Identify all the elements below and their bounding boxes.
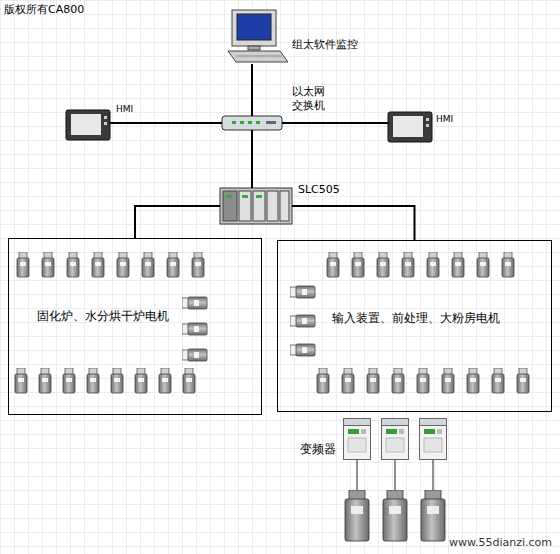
motor-icon (167, 252, 179, 277)
motor-icon (142, 252, 154, 277)
motor-icon (517, 368, 529, 393)
motor-icon (15, 368, 27, 393)
motor-icon (421, 490, 445, 541)
motor-icon (111, 368, 123, 393)
node-label: 变频器 (300, 442, 336, 457)
computer-icon (228, 10, 288, 62)
inverter-icon (420, 419, 447, 460)
motor-icon (135, 368, 147, 393)
motor-icon (317, 368, 329, 393)
motor-icon (182, 349, 207, 361)
hmi-panel (388, 112, 432, 142)
motor-icon (87, 368, 99, 393)
network-cable (251, 64, 253, 116)
motor-icon (342, 368, 354, 393)
motor-icon (290, 286, 315, 298)
plc-rack (220, 188, 292, 224)
node-label: 输入装置、前处理、大粉房电机 (332, 311, 500, 326)
computer-node: 组太软件监控 (222, 8, 290, 64)
motor-icon (63, 368, 75, 393)
node-label: 固化炉、水分烘干炉电机 (37, 309, 169, 324)
motor-icon (417, 368, 429, 393)
motor-icon (345, 490, 369, 541)
motor-icon (492, 368, 504, 393)
ethernet-switch (222, 116, 282, 130)
site-watermark: www.55dianzi.com (449, 536, 552, 549)
node-label: HMI (436, 114, 453, 125)
network-cable (292, 206, 415, 240)
node-label: HMI (116, 104, 133, 115)
motor-icon (467, 368, 479, 393)
motor-icon (502, 252, 514, 277)
network-cable (282, 122, 388, 124)
node-label: SLC505 (298, 183, 340, 197)
switch-node: 以太网 交换机 (222, 116, 282, 130)
motor-icon (352, 252, 364, 277)
network-cable (251, 130, 253, 188)
motor-icon (383, 490, 407, 541)
copyright-watermark: 版权所有CA800 (4, 3, 84, 16)
inverter-icon (344, 419, 371, 460)
motor-icon (367, 368, 379, 393)
node-label: 组太软件监控 (292, 38, 358, 52)
motor-icon (39, 368, 51, 393)
motor-icon (452, 252, 464, 277)
motor-icon (182, 323, 207, 335)
plc-node: SLC505 (220, 188, 292, 224)
motor-icon (117, 252, 129, 277)
network-cable (135, 206, 220, 238)
motor-icon (183, 368, 195, 393)
motor-group-box: 输入装置、前处理、大粉房电机 (277, 240, 552, 412)
motor-icon (290, 315, 315, 327)
inverter-group: 变频器 (340, 418, 452, 460)
inverter-icon (382, 419, 409, 460)
inverter-wire (357, 460, 433, 490)
motor-icon (377, 252, 389, 277)
motor-group-box: 固化炉、水分烘干炉电机 (8, 238, 262, 415)
motor-icon (42, 252, 54, 277)
motor-icon (159, 368, 171, 393)
hmi-node: HMI (66, 110, 110, 140)
motor-icon (182, 297, 207, 309)
motor-icon (67, 252, 79, 277)
motor-icon (402, 252, 414, 277)
node-label: 以太网 交换机 (292, 85, 328, 114)
network-cable (110, 122, 222, 124)
hmi-node: HMI (388, 112, 432, 142)
motor-icon (192, 252, 204, 277)
motor-icon (442, 368, 454, 393)
motor-icon (92, 252, 104, 277)
motor-icon (327, 252, 339, 277)
motor-icon (427, 252, 439, 277)
motor-icon (17, 252, 29, 277)
motor-icon (290, 344, 315, 356)
motor-icon (392, 368, 404, 393)
motor-icon (477, 252, 489, 277)
hmi-panel (66, 110, 110, 140)
